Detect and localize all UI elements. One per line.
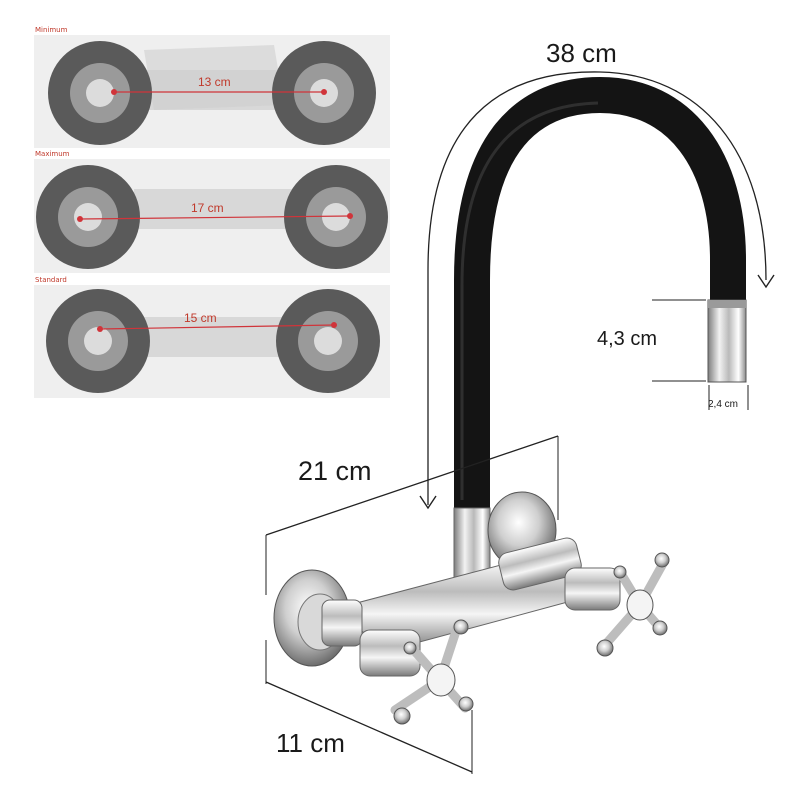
depth-dimension-line: [265, 681, 473, 773]
outlet-tip: [707, 299, 747, 383]
depth-label: 11 cm: [276, 728, 345, 758]
panel-label-standard: Standard: [35, 276, 67, 284]
body-width-label: 21 cm: [298, 456, 372, 486]
panel-measure-maximum: 17 cm: [191, 201, 224, 215]
panel-measure-minimum: 13 cm: [198, 75, 231, 89]
panel-label-maximum: Maximum: [35, 150, 70, 158]
spacing-panel-standard: 15 cm: [34, 285, 390, 398]
outlet-height-label: 4,3 cm: [597, 328, 658, 350]
spacing-panel-minimum: 13 cm: [34, 35, 390, 148]
panel-label-minimum: Minimum: [35, 26, 68, 34]
reach-dimension-arrow: [427, 71, 767, 505]
outlet-diameter-label: 2,4 cm: [708, 399, 739, 410]
flexible-hose: [454, 76, 746, 515]
width-dimension-line: [265, 435, 559, 536]
left-cross-handle: [390, 619, 474, 725]
spacing-panel-maximum: 17 cm: [34, 159, 390, 273]
spout-reach-label: 38 cm: [546, 38, 617, 68]
right-cross-handle: [596, 552, 670, 657]
panel-measure-standard: 15 cm: [184, 311, 217, 325]
right-valve-body: [564, 567, 621, 611]
